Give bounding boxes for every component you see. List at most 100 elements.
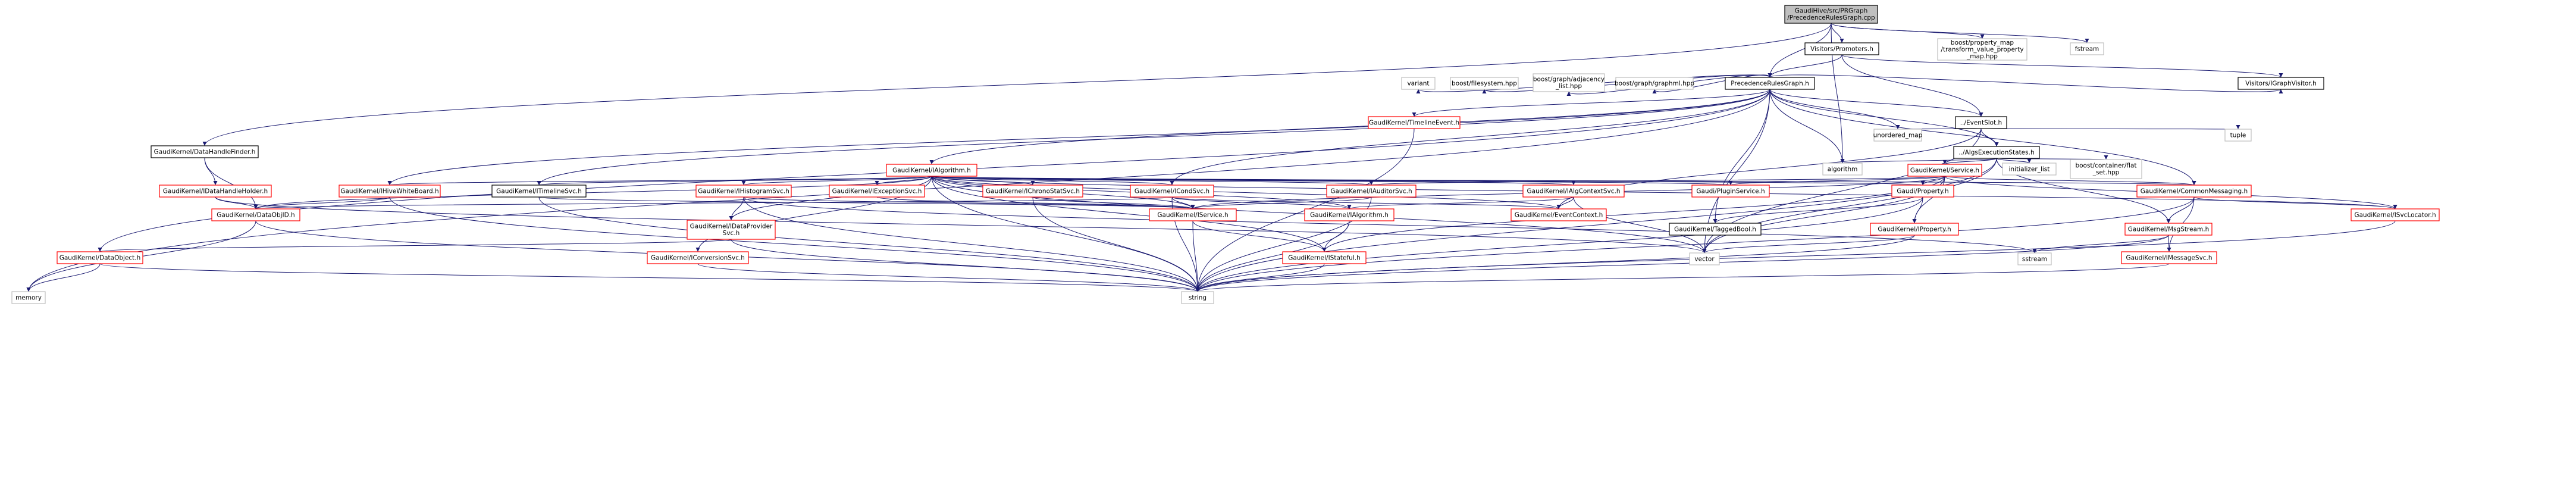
node-visitors-igraph[interactable]: Visitors/IGraphVisitor.h [2237, 77, 2324, 90]
node-label: GaudiKernel/MsgStream.h [2128, 226, 2210, 233]
node-ialgorithm-kernel[interactable]: GaudiKernel/IAlgorithm.h [1304, 208, 1394, 221]
node-common-messaging[interactable]: GaudiKernel/CommonMessaging.h [2136, 185, 2252, 198]
node-label: vector [1694, 255, 1715, 262]
node-box [886, 164, 977, 177]
node-ialg-context-svc[interactable]: GaudiKernel/IAlgContextSvc.h [1522, 185, 1625, 198]
node-box [647, 251, 749, 264]
node-box [1691, 185, 1770, 198]
node-boost-graphml[interactable]: boost/graph/graphml.hpp [1615, 77, 1694, 90]
edge-prg_h-to-ihive_wb [387, 89, 1770, 186]
node-box [1822, 162, 1863, 176]
node-tuple[interactable]: tuple [2224, 129, 2252, 142]
node-label: string [1189, 294, 1206, 301]
node-label: ../AlgsExecutionStates.h [1958, 149, 2034, 156]
node-imessage-svc[interactable]: GaudiKernel/IMessageSvc.h [2121, 251, 2217, 264]
node-fstream[interactable]: fstream [2070, 42, 2104, 55]
node-label: variant [1407, 80, 1429, 87]
node-variant[interactable]: variant [1401, 77, 1436, 90]
node-box [1401, 77, 1436, 90]
node-label: PrecedenceRulesGraph.h [1731, 80, 1809, 87]
node-gaudi-property[interactable]: Gaudi/Property.h [1891, 185, 1954, 198]
node-label: GaudiKernel/IDataProvider [690, 223, 773, 230]
node-boost-filesystem[interactable]: boost/filesystem.hpp [1450, 77, 1519, 90]
node-iservice[interactable]: GaudiKernel/IService.h [1149, 208, 1237, 221]
edge-algs_exec_states-to-string [1195, 158, 1997, 292]
edge-visitors_promoters-to-ievent_slot [1841, 54, 1983, 117]
edge-ievent_slot-to-algs_exec_states [1980, 128, 1999, 147]
node-prg-h[interactable]: PrecedenceRulesGraph.h [1725, 77, 1815, 90]
edge-idata_handle_holder-to-vector [215, 196, 1707, 254]
node-gaudi-ialgorithm[interactable]: GaudiKernel/IAlgorithm.h [886, 164, 977, 177]
node-root[interactable]: GaudiHive/src/PRGraph/PrecedenceRulesGra… [1784, 5, 1878, 24]
node-box [1181, 291, 1214, 304]
node-box [1784, 5, 1878, 24]
node-label: GaudiKernel/IMessageSvc.h [2126, 254, 2212, 261]
node-event-context[interactable]: GaudiKernel/EventContext.h [1510, 208, 1607, 221]
edge-gaudi_ialgorithm-to-common_messaging [931, 176, 2195, 186]
node-ihive-wb[interactable]: GaudiKernel/IHiveWhiteBoard.h [339, 185, 441, 198]
node-string[interactable]: string [1181, 291, 1214, 304]
node-algorithm[interactable]: algorithm [1822, 162, 1863, 176]
node-box [2070, 159, 2142, 179]
node-box [1804, 42, 1879, 55]
node-visitors-promoters[interactable]: Visitors/Promoters.h [1804, 42, 1879, 55]
node-itimeline-svc[interactable]: GaudiKernel/ITimelineSvc.h [491, 185, 587, 198]
node-box [695, 185, 792, 198]
edge-root-to-data_handle_finder [202, 23, 1832, 146]
edge-iexception_svc-to-iservice [876, 196, 1195, 210]
node-label: _list.hpp [1555, 83, 1582, 90]
node-boost-property-map[interactable]: boost/property_map/transform_value_prope… [1937, 38, 2027, 61]
node-memory[interactable]: memory [11, 291, 46, 304]
node-ichrono-stat-svc[interactable]: GaudiKernel/IChronoStatSvc.h [982, 185, 1083, 198]
node-label: GaudiKernel/IDataHandleHolder.h [163, 187, 268, 195]
node-gaudi-service[interactable]: GaudiKernel/Service.h [1907, 164, 1982, 177]
node-istateful[interactable]: GaudiKernel/IStateful.h [1282, 251, 1367, 264]
node-label: GaudiKernel/DataObjID.h [217, 211, 294, 218]
node-label: initializer_list [2009, 165, 2050, 173]
node-tagged-bool[interactable]: GaudiKernel/TaggedBool.h [1669, 223, 1762, 236]
node-iconversion-svc[interactable]: GaudiKernel/IConversionSvc.h [647, 251, 749, 264]
edge-gaudi_service-to-plugin_service [1728, 176, 1945, 186]
node-box [1522, 185, 1625, 198]
node-label: GaudiKernel/IAlgorithm.h [1310, 211, 1389, 218]
node-iauditor-svc[interactable]: GaudiKernel/IAuditorSvc.h [1326, 185, 1417, 198]
edge-msg_stream-to-sstream [2032, 235, 2169, 254]
node-unordered-map[interactable]: unordered_map [1873, 129, 1923, 142]
nodes-layer: GaudiHive/src/PRGraph/PrecedenceRulesGra… [11, 5, 2440, 304]
node-boost-flat-set[interactable]: boost/container/flat_set.hpp [2070, 159, 2142, 179]
node-label: GaudiKernel/DataObject.h [59, 254, 141, 261]
node-data-obj-id[interactable]: GaudiKernel/DataObjID.h [211, 208, 300, 221]
node-icond-svc[interactable]: GaudiKernel/ICondSvc.h [1130, 185, 1214, 198]
node-box [211, 208, 300, 221]
node-sstream[interactable]: sstream [2017, 252, 2052, 265]
node-data-object[interactable]: GaudiKernel/DataObject.h [57, 251, 143, 264]
node-box [1955, 116, 2007, 129]
node-label: Gaudi/PluginService.h [1696, 187, 1765, 195]
edge-prg_h-to-boost_graphml [1652, 74, 1770, 94]
node-vector[interactable]: vector [1689, 252, 1720, 265]
node-algs-exec-states[interactable]: ../AlgsExecutionStates.h [1953, 146, 2040, 159]
node-label: boost/filesystem.hpp [1452, 80, 1517, 87]
node-iproperty[interactable]: GaudiKernel/IProperty.h [1870, 223, 1959, 236]
edge-gaudi_ialgorithm-to-gaudi_property [931, 176, 1924, 186]
node-timeline-event[interactable]: GaudiKernel/TimelineEvent.h [1368, 116, 1461, 129]
node-idata-handle-holder[interactable]: GaudiKernel/IDataHandleHolder.h [159, 185, 272, 198]
node-msg-stream[interactable]: GaudiKernel/MsgStream.h [2124, 223, 2213, 236]
edge-prg_h-to-itimeline_svc [537, 89, 1770, 186]
node-initializer-list[interactable]: initializer_list [2002, 162, 2057, 176]
node-label: GaudiKernel/IStateful.h [1288, 254, 1360, 261]
edge-prg_h-to-icond_svc [1170, 89, 1770, 186]
node-iexception-svc[interactable]: GaudiKernel/IExceptionSvc.h [829, 185, 925, 198]
edge-istateful-to-string [1195, 263, 1325, 292]
edge-visitors_promoters-to-visitors_igraph [1841, 54, 2283, 78]
node-ihistogram-svc[interactable]: GaudiKernel/IHistogramSvc.h [695, 185, 792, 198]
node-plugin-service[interactable]: Gaudi/PluginService.h [1691, 185, 1770, 198]
node-data-handle-finder[interactable]: GaudiKernel/DataHandleFinder.h [151, 145, 259, 158]
node-ievent-slot[interactable]: ../EventSlot.h [1955, 116, 2007, 129]
node-isvc-locator[interactable]: GaudiKernel/ISvcLocator.h [2351, 208, 2440, 221]
edge-itimeline_svc-to-iservice [538, 196, 1195, 210]
node-label: Svc.h [723, 230, 740, 237]
node-boost-adjlist[interactable]: boost/graph/adjacency_list.hpp [1533, 73, 1605, 92]
